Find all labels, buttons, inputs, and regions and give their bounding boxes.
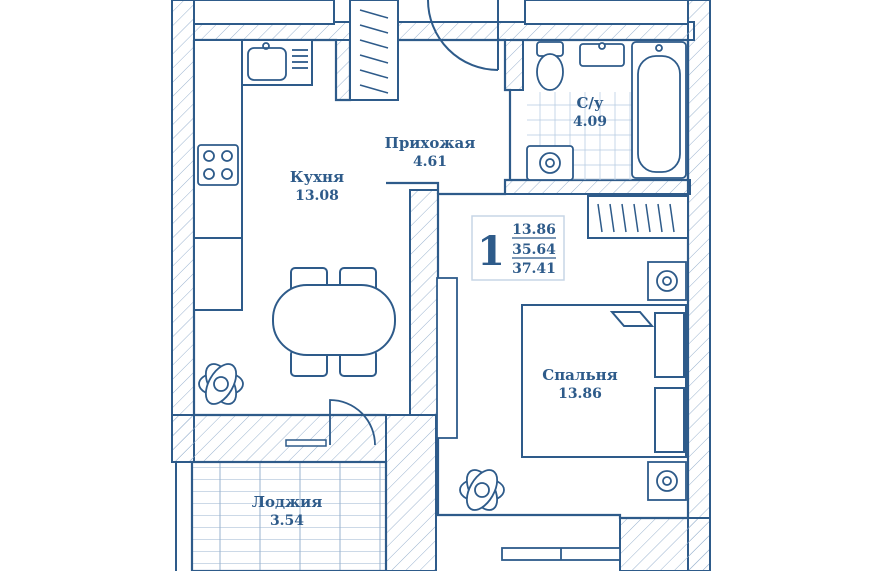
nightstand-icon (647, 261, 687, 501)
room-area-bathroom: 4.09 (573, 114, 607, 130)
room-area-loggia: 3.54 (270, 513, 304, 529)
loggia (175, 399, 388, 571)
room-name-hallway: Прихожая (385, 134, 476, 152)
dining-table-icon (272, 267, 396, 377)
sink-icon (579, 42, 625, 67)
sliding-door (436, 277, 458, 439)
plant-icon (459, 469, 505, 511)
washing-machine-icon (526, 145, 574, 181)
area-with-loggia: 37.41 (512, 261, 556, 277)
room-area-hallway: 4.61 (413, 154, 447, 170)
room-area-bedroom: 13.86 (558, 386, 602, 402)
wardrobe-icon (349, 0, 399, 101)
room-name-kitchen: Кухня (290, 168, 344, 186)
door-icon (427, 0, 499, 71)
top-right-cabinet (524, 0, 689, 25)
total-area: 35.64 (512, 242, 556, 258)
wardrobe-icon (587, 195, 689, 239)
top-left-cabinet (193, 0, 335, 25)
sink-icon (247, 42, 308, 81)
kitchen-counter (193, 39, 313, 311)
area-summary: 1 13.86 35.64 37.41 (471, 215, 565, 281)
toilet-icon (536, 41, 564, 91)
room-name-bedroom: Спальня (542, 366, 617, 384)
living-area: 13.86 (512, 222, 556, 238)
room-name-bathroom: С/у (576, 94, 603, 112)
room-name-loggia: Лоджия (252, 493, 323, 511)
bed-icon (521, 304, 687, 458)
exterior-walls (171, 0, 711, 571)
window (501, 547, 621, 561)
room-area-kitchen: 13.08 (295, 188, 339, 204)
bathtub-icon (631, 41, 687, 179)
plant-icon (198, 363, 244, 405)
rooms-count: 1 (477, 228, 505, 275)
stove-icon (197, 144, 239, 186)
